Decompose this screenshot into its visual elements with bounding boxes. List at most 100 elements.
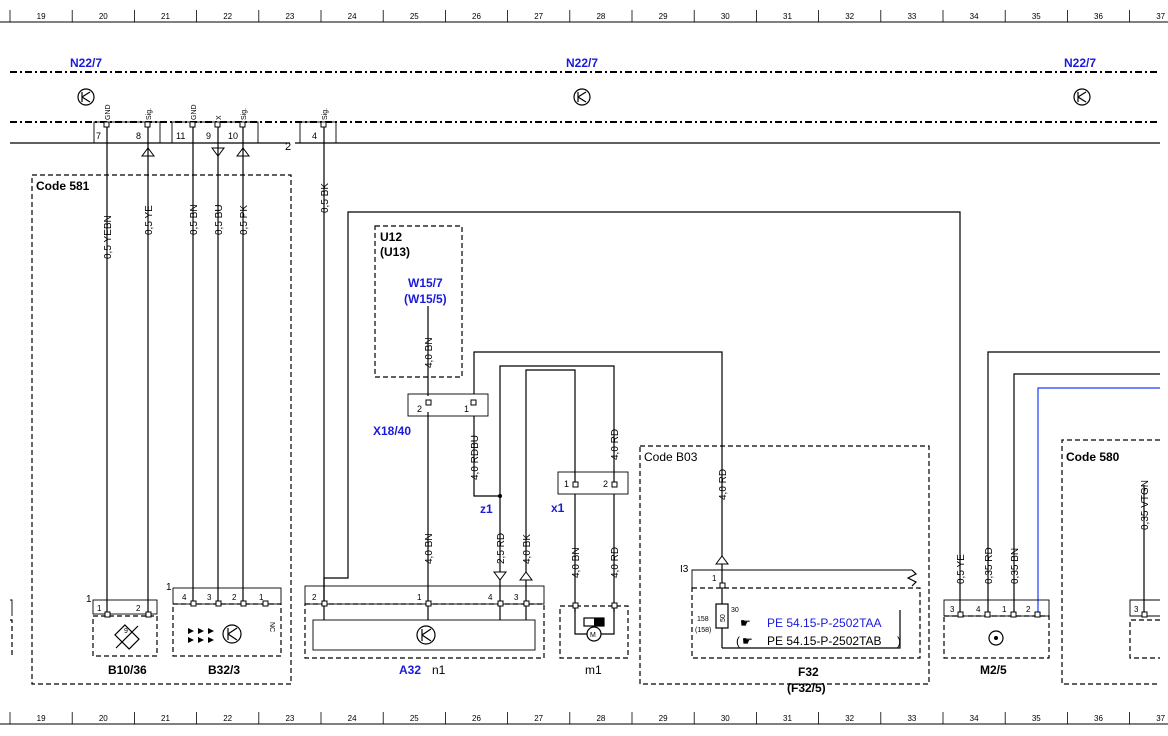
code-b03-label: Code B03 (644, 450, 698, 464)
wire-5: 0,5 PK (239, 127, 250, 602)
wire-2: 0,5 YE (144, 127, 155, 612)
wire-label: 0,5 YEBN (103, 215, 114, 259)
a32-label: A32 (399, 663, 421, 677)
w15-5-label: (W15/5) (404, 292, 447, 306)
reference-link-1[interactable]: PE 54.15-P-2502TAA (767, 616, 882, 630)
wire-9: 4,0 RD (718, 469, 729, 500)
wire-blue (1037, 387, 1160, 612)
wire-12: 4,0 BK (522, 369, 576, 602)
x18-40-label: X18/40 (373, 424, 411, 438)
grid-number: 31 (783, 714, 792, 723)
pin-label: 1 (564, 479, 569, 489)
grid-number: 20 (99, 714, 108, 723)
grid-number: 29 (659, 714, 668, 723)
pin-label: 1 (417, 593, 422, 602)
wire-label: 0,35 VTGN (1140, 480, 1151, 530)
grid-number: 24 (348, 714, 357, 723)
grid-number: 22 (223, 12, 232, 21)
f32-label: F32 (798, 665, 819, 679)
pin-label: 2 (136, 604, 141, 613)
svg-text:): ) (897, 634, 901, 648)
b32-3-label: B32/3 (208, 663, 240, 677)
grid-number: 35 (1032, 714, 1041, 723)
pin-sublabel: Sig. (322, 108, 329, 120)
w15-7-label: W15/7 (408, 276, 443, 290)
grid-number: 37 (1156, 714, 1165, 723)
wire-label: 0,35 RD (984, 547, 995, 584)
pin-label: 9 (206, 131, 211, 141)
grid-number: 23 (285, 12, 294, 21)
fuse-pin: 30 (731, 607, 739, 614)
reference-link-2[interactable]: PE 54.15-P-2502TAB (767, 634, 882, 648)
grid-number: 26 (472, 12, 481, 21)
u12-module: U12 (U13) W15/7 (W15/5) (374, 225, 463, 378)
bus-pin-group-1: 7 8 GND Sig. (93, 104, 161, 144)
grid-number: 31 (783, 12, 792, 21)
z1-label: z1 (480, 502, 493, 516)
pin-label: 4 (182, 593, 187, 602)
n22-7-bus: N22/7 N22/7 N22/7 (10, 56, 1160, 144)
code-580-region: Code 580 (1061, 439, 1160, 685)
wire-16: 0,5 YE (956, 554, 967, 584)
grid-number: 36 (1094, 714, 1103, 723)
pin-label: 3 (514, 593, 519, 602)
grid-number: 19 (37, 12, 46, 21)
wire-label: 0,35 BN (1010, 548, 1021, 584)
wire-10: 4,0 BN (424, 412, 435, 602)
pin-label: 4 (488, 593, 493, 602)
f32-sub: (F32/5) (787, 681, 826, 695)
grid-number: 24 (348, 12, 357, 21)
wire-label: 4,0 RDBU (470, 435, 481, 480)
transistor-icon (1073, 88, 1091, 106)
wire-label: 0,5 BU (214, 204, 225, 235)
component-number: 1 (166, 582, 172, 593)
signal-arrow-icon (519, 571, 533, 581)
grid-number: 26 (472, 714, 481, 723)
grid-number: 28 (596, 12, 605, 21)
grid-number: 32 (845, 12, 854, 21)
wire-4: 0,5 BU (214, 127, 225, 602)
r580-connector: 3 (1129, 599, 1160, 659)
pin-label: 2 (417, 404, 422, 414)
b10-36-label: B10/36 (108, 663, 147, 677)
u12-subtitle: (U13) (380, 245, 410, 259)
pin-sublabel: Sig. (241, 108, 248, 120)
grid-number: 23 (285, 714, 294, 723)
wire-label: 0,5 YE (956, 554, 967, 584)
wire-17: 0,35 RD (984, 351, 1160, 612)
grid-number: 33 (907, 714, 916, 723)
code-580-label: Code 580 (1066, 450, 1120, 464)
m1-label: m1 (585, 663, 602, 677)
grid-number: 22 (223, 714, 232, 723)
signal-arrow-icon (715, 555, 729, 565)
pin-label: 2 (312, 593, 317, 602)
b10-36-sensor: 1 1 2 9 B10/36 (86, 594, 158, 677)
wire-label: 4,0 BN (571, 547, 582, 578)
fuse-number: 158 (697, 616, 709, 623)
b32-3-sensor: 1 4 3 2 1 NC B32/3 (166, 582, 282, 677)
transistor-icon (222, 624, 242, 644)
pin-label: 1 (712, 574, 717, 583)
grid-number: 27 (534, 714, 543, 723)
bus-pin-group-2: 11 9 10 GND X Sig. (171, 104, 259, 144)
f32-fuse: I3 1 50 30 158 (158) ☛ PE 54.15-P-2502TA… (680, 555, 921, 695)
pin-sublabel: X (216, 115, 223, 120)
svg-text:(: ( (736, 634, 740, 648)
grid-number: 35 (1032, 12, 1041, 21)
bus-label-3: N22/7 (1064, 56, 1096, 70)
a32-module: 2 1 4 3 A32 n1 (304, 585, 545, 677)
reference-hand-icon: ☛ (740, 616, 751, 630)
code-581-label: Code 581 (36, 179, 90, 193)
grid-number: 33 (907, 12, 916, 21)
wire-label: 0,5 BN (189, 204, 200, 235)
pin-label: 3 (207, 593, 212, 602)
svg-text:M: M (590, 632, 596, 639)
led-icon (188, 628, 214, 643)
bus-label-1: N22/7 (70, 56, 102, 70)
x18-40-connector: 2 1 X18/40 (373, 393, 489, 438)
pin-label: 7 (96, 131, 101, 141)
grid-number: 20 (99, 12, 108, 21)
